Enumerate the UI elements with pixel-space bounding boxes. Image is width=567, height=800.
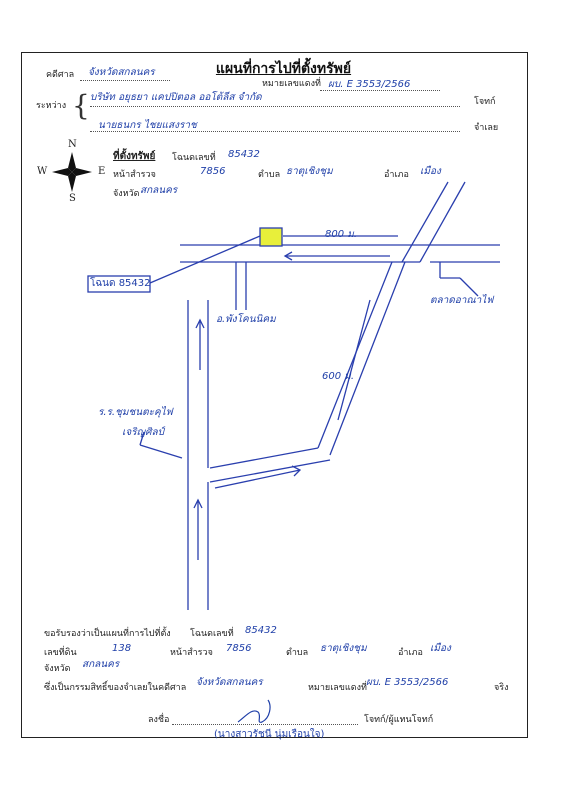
lower-road-top — [209, 447, 319, 469]
plaintiff-dots — [90, 106, 460, 107]
black-no-dots — [320, 90, 440, 91]
highway-right — [419, 181, 466, 263]
certify-district-label: อำเภอ — [398, 648, 423, 658]
parcel-pointer — [149, 235, 261, 284]
compass-s: S — [69, 193, 76, 204]
school-pointer — [139, 444, 183, 459]
certify-deed-label: โฉนดเลขที่ — [190, 629, 234, 639]
black-no-value: ผบ. E 3553/2566 — [328, 79, 411, 90]
defendant-name: นายธนกร ไชยแสงราช — [98, 120, 197, 131]
survey-value: 7856 — [200, 166, 226, 177]
district-office-label: อ.พังโคนนิคม — [216, 314, 276, 325]
compass-east-arrow — [72, 168, 92, 176]
plaintiff-name: บริษัท อยุธยา แคปปิตอล ออโต้ลีส จำกัด — [90, 92, 262, 103]
black-no-label: หมายเลขแดงที่ — [262, 79, 321, 89]
parcel-label: โฉนด 85432 — [90, 278, 151, 289]
school-label-2: เจริญศิลป์ — [122, 427, 164, 438]
subdistrict-label: ตำบล — [258, 170, 281, 180]
survey-label: หน้าสำรวจ — [113, 170, 156, 180]
parcel-box — [259, 227, 283, 247]
court-label: คดีศาล — [46, 70, 75, 80]
lower-road-bottom — [209, 459, 331, 483]
certify-province-value: สกลนคร — [82, 659, 120, 670]
arrowhead-up-lower — [193, 498, 203, 509]
certify-land-value: 138 — [112, 643, 132, 654]
defendant-dots — [90, 131, 460, 132]
compass-north-arrow — [68, 152, 76, 172]
sign-dots — [172, 724, 358, 725]
certify-survey-label: หน้าสำรวจ — [170, 648, 213, 658]
compass-west-arrow — [52, 168, 72, 176]
subdistrict-value: ธาตุเชิงชุม — [286, 166, 333, 177]
market-pointer-3 — [459, 277, 479, 297]
district-label: อำเภอ — [384, 170, 409, 180]
highway-left — [401, 181, 449, 263]
sign-label: ลงชื่อ — [148, 715, 170, 725]
certify-survey-value: 7856 — [226, 643, 252, 654]
brace: { — [72, 89, 90, 122]
province-label: จังหวัด — [113, 189, 140, 199]
parcel-label-box — [87, 275, 151, 293]
compass-w: W — [37, 166, 48, 177]
between-label: ระหว่าง — [36, 101, 67, 111]
arrowhead-up-upper — [195, 318, 205, 329]
certify-line4: ซึ่งเป็นกรรมสิทธิ์ของจำเลยในคดีศาล — [44, 683, 187, 693]
compass-e: E — [98, 166, 106, 177]
plaintiff-role: โจทก์ — [474, 97, 496, 107]
certify-subdistrict-label: ตำบล — [286, 648, 309, 658]
compass-south-arrow — [68, 172, 76, 192]
certify-black-no-value: ผบ. E 3553/2566 — [366, 677, 449, 688]
page-border — [21, 52, 528, 738]
court-value: จังหวัดสกลนคร — [88, 67, 155, 78]
certify-subdistrict-value: ธาตุเชิงชุม — [320, 643, 367, 654]
certify-district-value: เมือง — [430, 643, 451, 654]
school-pointer-2 — [139, 431, 145, 446]
certify-suffix: จริง — [494, 683, 509, 693]
diag-road-inner — [329, 261, 406, 456]
distance-600: 600 ม. — [322, 371, 355, 382]
certify-province-label: จังหวัด — [44, 664, 71, 674]
arrowhead-lower — [291, 465, 302, 477]
certify-deed-value: 85432 — [245, 625, 277, 636]
page-title: แผนที่การไปที่ตั้งทรัพย์ — [215, 61, 352, 77]
school-label: ร.ร.ชุมชนตะคุไฟ — [98, 407, 173, 418]
distance-800: 800 ม. — [325, 229, 358, 240]
court-dots — [80, 80, 170, 81]
province-value: สกลนคร — [140, 185, 178, 196]
deed-value: 85432 — [228, 149, 260, 160]
compass-n: N — [68, 139, 77, 150]
sign-printed-name: (นางสาวรัชนี นุ่มเรือนใจ) — [214, 729, 325, 740]
defendant-role: จำเลย — [474, 123, 499, 133]
dim-600-line — [337, 299, 371, 421]
market-label: ตลาดอาณาไฟ — [430, 295, 494, 306]
certify-land-label: เลขที่ดิน — [44, 648, 77, 658]
deed-label: โฉนดเลขที่ — [172, 153, 216, 163]
certify-court-value: จังหวัดสกลนคร — [196, 677, 263, 688]
sign-role: โจทก์/ผู้แทนโจทก์ — [364, 715, 434, 725]
location-label: ที่ตั้งทรัพย์ — [113, 151, 156, 162]
arrow-lower-road — [214, 469, 301, 489]
certify-line1: ขอรับรองว่าเป็นแผนที่การไปที่ตั้ง — [44, 629, 171, 639]
district-value: เมือง — [420, 166, 441, 177]
certify-black-no-label: หมายเลขแดงที่ — [308, 683, 367, 693]
arrowhead-left — [283, 251, 293, 261]
